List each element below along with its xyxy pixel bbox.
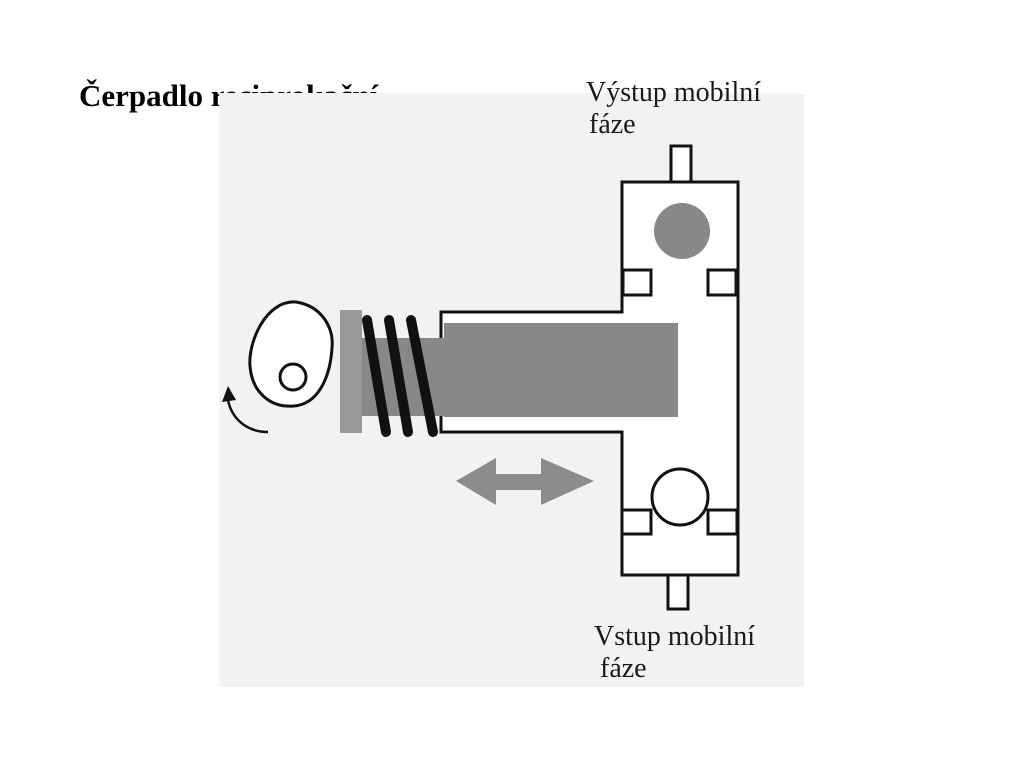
- double-arrow-icon: [456, 458, 594, 505]
- spring-icon: [362, 315, 438, 437]
- piston-head-plate: [340, 310, 362, 433]
- inlet-label: Vstup mobilní fáze: [594, 621, 755, 685]
- outlet-label-line2: fáze: [589, 109, 636, 140]
- outlet-port: [669, 144, 693, 184]
- inlet-valve-seat-left: [620, 508, 653, 536]
- outlet-valve-seat-right: [706, 268, 738, 297]
- outlet-valve-seat-left: [621, 268, 653, 297]
- inlet-valve-seat-right: [706, 508, 739, 536]
- inlet-label-line2: fáze: [600, 653, 647, 684]
- check-valve-ball-icon: [650, 467, 710, 527]
- rotation-arrow-icon: [222, 386, 269, 434]
- inlet-port: [666, 573, 690, 611]
- outlet-valve-ball: [654, 203, 710, 259]
- outlet-label-line1: Výstup mobilní: [586, 77, 762, 108]
- outlet-label: Výstup mobilní fáze: [586, 77, 761, 141]
- inlet-label-line1: Vstup mobilní: [594, 621, 756, 652]
- cam-shaft: [278, 362, 308, 392]
- cam-icon: [248, 300, 334, 408]
- piston-rod: [444, 323, 678, 417]
